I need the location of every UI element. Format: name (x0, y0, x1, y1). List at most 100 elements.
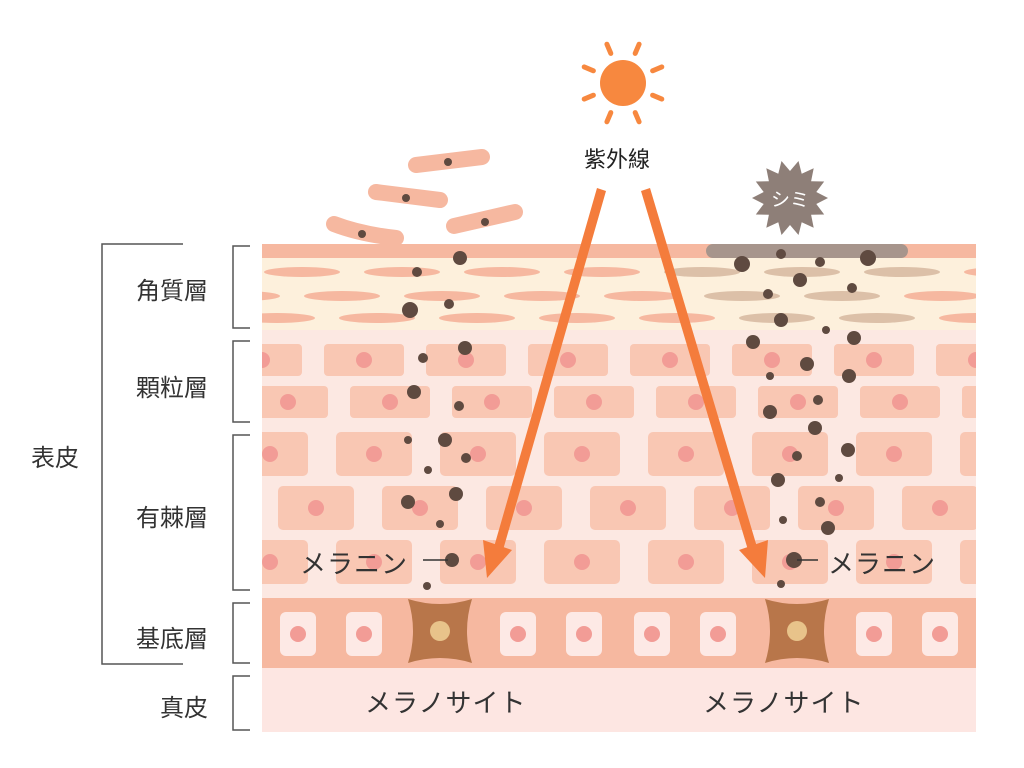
cell-nucleus (662, 352, 678, 368)
cell-nucleus (586, 394, 602, 410)
melanin-label-left: メラニン (300, 550, 409, 580)
melanin-particle (412, 267, 422, 277)
cell-nucleus (366, 554, 382, 570)
cell-nucleus (458, 352, 474, 368)
melanin-particle (776, 249, 786, 259)
melanin-particle (402, 194, 410, 202)
cell-nucleus (644, 626, 660, 642)
dermis-bracket (232, 675, 250, 731)
spinous-cell (960, 432, 976, 476)
cell-nucleus (484, 394, 500, 410)
stratum-spinosum-label: 有棘層 (136, 504, 208, 532)
melanin-particle (792, 451, 802, 461)
melanin-particle (481, 218, 489, 226)
cell-nucleus (560, 352, 576, 368)
stratum-corneum-label: 角質層 (136, 277, 208, 305)
cell-nucleus (886, 554, 902, 570)
cell-nucleus (990, 446, 1006, 462)
uv-label: 紫外線 (584, 148, 651, 173)
cell-nucleus (280, 394, 296, 410)
uv-arrow-right-head (739, 540, 768, 578)
corneum-cell (639, 313, 715, 323)
corneum-cell (364, 267, 440, 277)
spot-label: シミ (771, 189, 809, 211)
corneum-cell (539, 313, 615, 323)
spinous-cell (262, 540, 308, 584)
melanin-particle (453, 251, 467, 265)
corneum-cell (304, 291, 380, 301)
cell-nucleus (356, 626, 372, 642)
corneum-cell (404, 291, 480, 301)
cell-nucleus (932, 500, 948, 516)
melanin-particle (793, 273, 807, 287)
sun-ray (632, 110, 642, 125)
granulosum-bracket (232, 340, 250, 423)
cell-nucleus (892, 394, 908, 410)
melanin-particle (813, 395, 823, 405)
cell-nucleus (574, 554, 590, 570)
corneum-cell (939, 313, 976, 323)
cell-nucleus (576, 626, 592, 642)
cell-nucleus (262, 352, 270, 368)
melanin-particle (763, 289, 773, 299)
melanin-particle (847, 283, 857, 293)
stratum-basale-label: 基底層 (136, 625, 208, 653)
corneum-cell (262, 313, 315, 323)
corneum-cell (504, 291, 580, 301)
spinosum-bracket (232, 434, 250, 591)
cell-nucleus (932, 626, 948, 642)
melanin-particle (842, 369, 856, 383)
melanin-particles (358, 158, 876, 590)
corneum-cell (704, 291, 780, 301)
melanin-particle (436, 520, 444, 528)
corneum-cell (904, 291, 976, 301)
melanin-particle (438, 433, 452, 447)
cell-nucleus (990, 554, 1006, 570)
cell-nucleus (678, 446, 694, 462)
cell-nucleus (968, 352, 976, 368)
melanin-particle (401, 495, 415, 509)
cell-nucleus (710, 626, 726, 642)
corneum-cell (964, 268, 976, 276)
sun-ray (650, 92, 665, 102)
uv-arrows (483, 188, 768, 578)
melanin-particle (407, 385, 421, 399)
cell-nucleus (356, 352, 372, 368)
epidermis-bracket (101, 243, 183, 665)
melanin-particle (766, 372, 774, 380)
melanin-particle (445, 553, 459, 567)
corneum-cell (464, 267, 540, 277)
melanin-particle (808, 421, 822, 435)
cell-nucleus (886, 446, 902, 462)
melanin-particle (461, 453, 471, 463)
cell-nucleus (262, 446, 278, 462)
corneum-cell (864, 267, 940, 277)
melanin-particle (444, 299, 454, 309)
melanin-particle (777, 580, 785, 588)
epidermis-label: 表皮 (31, 444, 79, 472)
corneum-cell (764, 267, 840, 277)
cell-nucleus (262, 554, 278, 570)
stratum-granulosum-label: 顆粒層 (136, 374, 208, 402)
granular-cell (936, 344, 976, 376)
cell-nucleus (866, 352, 882, 368)
melanin-particle (358, 230, 366, 238)
cell-nucleus (382, 394, 398, 410)
corneum-cell (439, 313, 515, 323)
cell-nucleus (574, 446, 590, 462)
cell-nucleus (764, 352, 780, 368)
melanin-label-right: メラニン (828, 550, 937, 580)
basale-bracket (232, 602, 250, 664)
dermis-label: 真皮 (160, 694, 208, 722)
melanin-particle (734, 256, 750, 272)
melanin-particle (815, 257, 825, 267)
sun-ray (632, 41, 642, 56)
melanin-particle (774, 313, 788, 327)
spinous-cell (960, 540, 976, 584)
cell-nucleus (412, 500, 428, 516)
uv-arrow-left (494, 188, 606, 550)
cell-nucleus (994, 394, 1010, 410)
cell-nucleus (828, 500, 844, 516)
melanin-particle (444, 158, 452, 166)
melanin-particle (454, 401, 464, 411)
